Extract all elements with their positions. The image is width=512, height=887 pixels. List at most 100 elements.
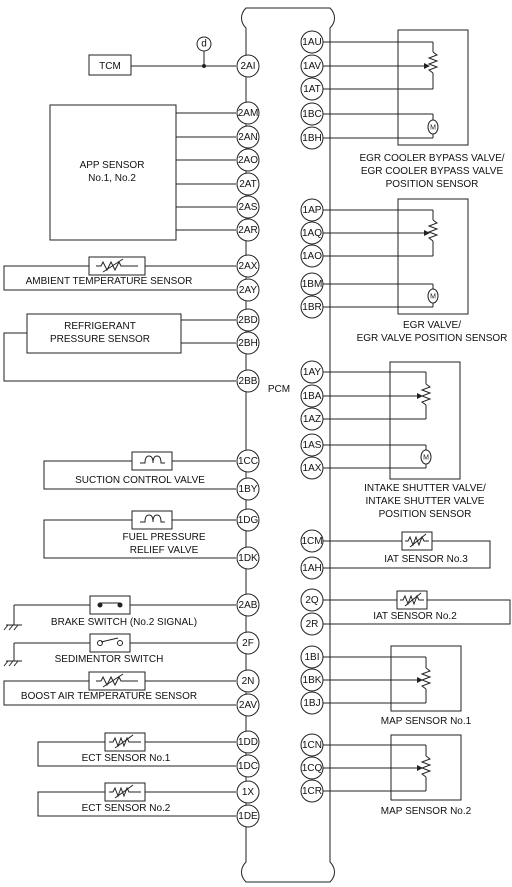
pin-circle <box>300 733 324 757</box>
intake-shutter-label-1: INTAKE SHUTTER VALVE/ <box>364 483 486 494</box>
pin-label: 1AO <box>302 251 322 262</box>
left-pin-2bh: 2BH <box>236 331 260 355</box>
left-pin-2at: 2AT <box>236 172 260 196</box>
pin-label: 2R <box>306 619 319 630</box>
pin-label: 1BH <box>302 133 321 144</box>
pin-circle <box>300 433 324 457</box>
intake-shutter-label-3: POSITION SENSOR <box>379 509 472 520</box>
left-pin-2am: 2AM <box>236 101 260 125</box>
pin-label: 1AZ <box>303 414 321 425</box>
egr-cooler-label-3: POSITION SENSOR <box>386 179 479 190</box>
right-pin-1as: 1AS <box>300 433 324 457</box>
pin-label: 2AS <box>239 202 258 213</box>
pin-circle <box>300 529 324 553</box>
right-pin-1ba: 1BA <box>300 384 324 408</box>
pin-circle <box>300 756 324 780</box>
suction-valve-symbol <box>131 451 173 471</box>
pin-circle <box>236 508 260 532</box>
pin-label: 2AX <box>239 261 258 272</box>
pin-circle <box>300 668 324 692</box>
pin-circle <box>236 754 260 778</box>
suction-valve-label: SUCTION CONTROL VALVE <box>75 475 205 486</box>
pin-circle <box>300 360 324 384</box>
right-pin-1cr: 1CR <box>300 779 324 803</box>
pin-circle <box>300 691 324 715</box>
right-pin-2q: 2Q <box>300 588 324 612</box>
pin-label: 2AO <box>238 155 258 166</box>
ect-sensor-2-label: ECT SENSOR No.2 <box>82 803 171 814</box>
pin-circle <box>236 730 260 754</box>
map-sensor-2-label: MAP SENSOR No.2 <box>381 806 472 817</box>
pin-label: 2AM <box>238 108 259 119</box>
boost-air-temp-label: BOOST AIR TEMPERATURE SENSOR <box>21 691 197 702</box>
right-pin-1aq: 1AQ <box>300 221 324 245</box>
brake-switch-symbol <box>89 595 131 615</box>
iat-sensor-3-label: IAT SENSOR No.3 <box>384 554 468 565</box>
pin-label: 1AY <box>303 367 321 378</box>
pin-label: 1DD <box>238 737 258 748</box>
pcm-connector-body <box>241 7 335 883</box>
right-pin-1bi: 1BI <box>300 645 324 669</box>
pin-circle <box>236 593 260 617</box>
right-pin-1at: 1AT <box>300 77 324 101</box>
pin-circle <box>236 669 260 693</box>
tcm-box <box>88 54 132 76</box>
right-pin-1bk: 1BK <box>300 668 324 692</box>
pin-circle <box>300 244 324 268</box>
left-pin-2bb: 2BB <box>236 369 260 393</box>
pin-label: 1CM <box>301 536 322 547</box>
pin-circle <box>300 645 324 669</box>
pin-label: 1BY <box>239 484 258 495</box>
pin-label: 2AV <box>239 700 257 711</box>
pin-label: 2F <box>242 638 254 649</box>
right-pin-1ah: 1AH <box>300 556 324 580</box>
pin-label: 1AV <box>303 61 321 72</box>
left-pin-1dg: 1DG <box>236 508 260 532</box>
pin-circle <box>300 588 324 612</box>
svg-text:M: M <box>430 294 436 301</box>
pin-circle <box>300 384 324 408</box>
pin-label: 1DE <box>238 811 258 822</box>
pin-label: 1BK <box>303 675 322 686</box>
right-pin-1bm: 1BM <box>300 272 324 296</box>
egr-valve-label-1: EGR VALVE/ <box>403 320 461 331</box>
right-pin-1br: 1BR <box>300 295 324 319</box>
pin-circle <box>300 272 324 296</box>
pin-label: 2AI <box>240 61 255 72</box>
pin-circle <box>300 295 324 319</box>
pin-label: 2Q <box>305 595 319 606</box>
right-pin-1cq: 1CQ <box>300 756 324 780</box>
left-pin-1dc: 1DC <box>236 754 260 778</box>
pin-circle <box>236 54 260 78</box>
pin-circle <box>300 407 324 431</box>
left-pin-2ai: 2AI <box>236 54 260 78</box>
map-sensor-1-label: MAP SENSOR No.1 <box>381 716 472 727</box>
pin-label: 2BB <box>239 376 258 387</box>
egr-cooler-label-1: EGR COOLER BYPASS VALVE/ <box>359 153 504 164</box>
pin-circle <box>300 221 324 245</box>
left-pin-2ab: 2AB <box>236 593 260 617</box>
refrigerant-label-2: PRESSURE SENSOR <box>50 334 150 345</box>
left-pin-2ax: 2AX <box>236 254 260 278</box>
pin-circle <box>236 254 260 278</box>
pin-label: 1CQ <box>302 763 323 774</box>
iat-sensor-2-label: IAT SENSOR No.2 <box>373 611 457 622</box>
pin-circle <box>300 198 324 222</box>
pin-circle <box>300 54 324 78</box>
pin-circle <box>300 102 324 126</box>
egr-cooler-label-2: EGR COOLER BYPASS VALVE <box>361 166 504 177</box>
pin-circle <box>236 148 260 172</box>
left-pin-1dd: 1DD <box>236 730 260 754</box>
ambient-temp-label: AMBIENT TEMPERATURE SENSOR <box>26 276 193 287</box>
pin-label: 2AR <box>238 225 257 236</box>
pin-label: 1BI <box>304 652 319 663</box>
app-sensor-box <box>49 104 177 241</box>
right-pin-1ax: 1AX <box>300 456 324 480</box>
right-pin-1av: 1AV <box>300 54 324 78</box>
pin-circle <box>300 612 324 636</box>
pin-circle <box>236 477 260 501</box>
left-pin-group: 2AI2AM2AN2AO2AT2AS2AR2AX2AY2BD2BH2BB1CC1… <box>236 54 260 828</box>
pin-label: 1BR <box>302 302 321 313</box>
sedimentor-switch-symbol <box>89 633 131 653</box>
